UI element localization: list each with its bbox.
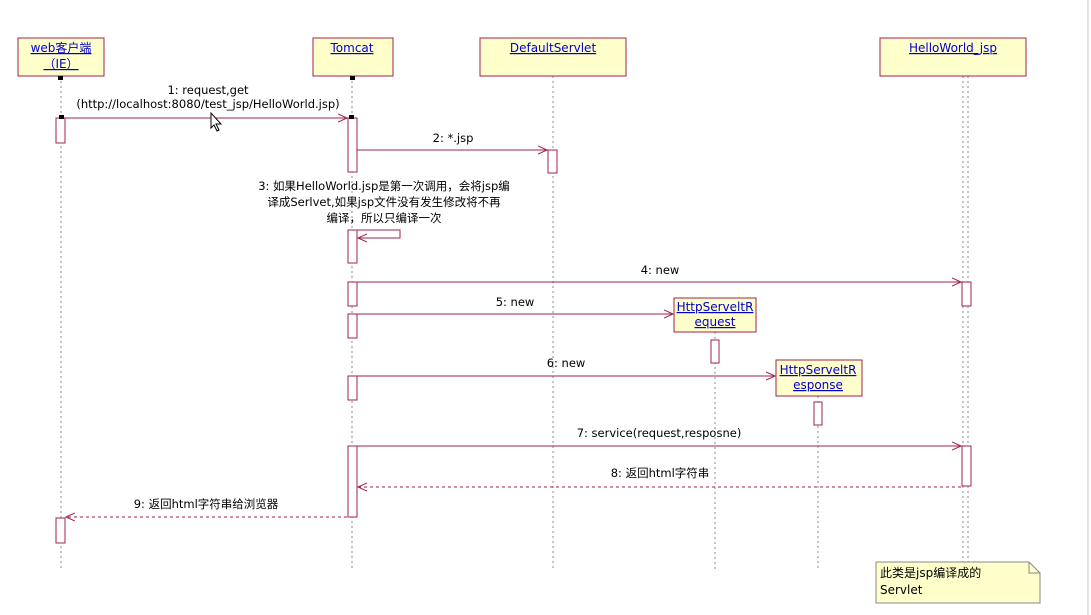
activation-tomcat-3 <box>347 281 358 307</box>
participant-http-request: HttpServeltR equest <box>673 297 757 333</box>
activation-web-client-1 <box>55 117 66 144</box>
note-servlet: 此类是jsp编译成的 Servlet <box>875 561 1041 604</box>
participant-tomcat-label: Tomcat <box>330 41 374 55</box>
participant-http-response-line2: esponse <box>793 378 843 392</box>
activation-tomcat-5 <box>347 375 358 401</box>
participant-http-request-line1: HttpServeltR <box>677 300 754 314</box>
message-6-new: 6: new <box>357 356 775 376</box>
participant-web-client-line1: web客户端 <box>31 40 92 55</box>
participant-http-request-line2: equest <box>695 315 736 329</box>
participant-helloworld-jsp-label: HelloWorld_jsp <box>909 41 997 55</box>
message-6-label: 6: new <box>547 356 586 370</box>
participant-web-client: web客户端 （IE） <box>17 37 105 77</box>
message-7-service: 7: service(request,resposne) <box>357 426 961 446</box>
participant-web-client-line2: （IE） <box>43 57 78 71</box>
participant-helloworld-jsp: HelloWorld_jsp <box>879 37 1027 77</box>
message-2-jsp: 2: *.jsp <box>357 131 547 150</box>
activation-http-request <box>710 339 720 364</box>
message-9-return-browser: 9: 返回html字符串给浏览器 <box>66 497 347 517</box>
activation-tomcat-2 <box>347 229 358 264</box>
message-8-label: 8: 返回html字符串 <box>611 466 710 480</box>
note-line2: Servlet <box>880 583 923 597</box>
message-5-label: 5: new <box>496 295 535 309</box>
message-3-self-compile: 3: 如果HelloWorld.jsp是第一次调用，会将jsp编 译成Serlv… <box>258 179 510 238</box>
message-5-new: 5: new <box>357 295 673 314</box>
message-1-label-line2: (http://localhost:8080/test_jsp/HelloWor… <box>76 97 339 111</box>
message-1-label-line1: 1: request,get <box>167 83 249 97</box>
activation-tomcat-4 <box>347 313 358 339</box>
message-4-label: 4: new <box>641 263 680 277</box>
message-9-label: 9: 返回html字符串给浏览器 <box>134 497 279 511</box>
message-1-request: 1: request,get (http://localhost:8080/te… <box>59 83 354 119</box>
message-7-label: 7: service(request,resposne) <box>577 426 742 440</box>
participant-http-response: HttpServeltR esponse <box>775 359 863 397</box>
message-4-new: 4: new <box>357 263 961 282</box>
mouse-cursor-icon <box>210 111 223 132</box>
activation-tomcat-6 <box>347 445 358 518</box>
message-2-label: 2: *.jsp <box>433 131 474 145</box>
activation-default-servlet <box>547 149 558 174</box>
activation-helloworld-1 <box>961 281 972 307</box>
message-3-label-line1: 3: 如果HelloWorld.jsp是第一次调用，会将jsp编 <box>258 179 510 193</box>
participant-default-servlet: DefaultServlet <box>479 37 627 77</box>
activation-tomcat-1 <box>347 117 358 173</box>
message-3-label-line3: 编译，所以只编译一次 <box>327 211 442 225</box>
activation-web-client-2 <box>55 517 66 544</box>
message-3-label-line2: 译成Serlvet,如果jsp文件没有发生修改将不再 <box>267 195 501 209</box>
activation-helloworld-2 <box>961 445 972 487</box>
note-line1: 此类是jsp编译成的 <box>880 565 981 580</box>
participant-default-servlet-label: DefaultServlet <box>510 41 597 55</box>
participant-tomcat: Tomcat <box>312 37 394 77</box>
message-8-return-html: 8: 返回html字符串 <box>358 466 961 487</box>
participant-http-response-line1: HttpServeltR <box>780 363 857 377</box>
activation-http-response <box>813 401 823 426</box>
